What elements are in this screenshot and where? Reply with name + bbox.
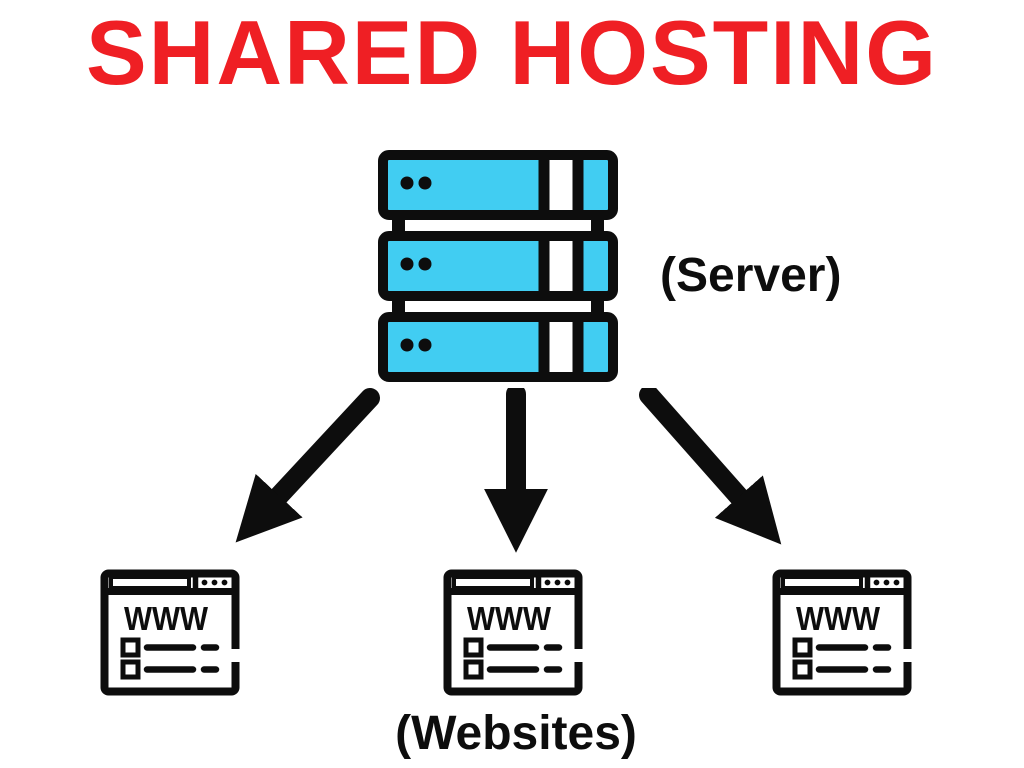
browser-menu-dots-icon [201,579,228,586]
browser-menu-dots-icon [873,579,900,586]
www-label: WWW [796,600,881,637]
server-unit-1 [378,150,618,220]
browser-window-icon: WWW [772,569,912,696]
server-label: (Server) [660,249,842,302]
connection-arrows [235,388,782,553]
browser-window-icon: WWW [100,569,240,696]
address-bar [452,575,534,590]
browser-window-icon: WWW [443,569,583,696]
address-bar [781,575,863,590]
www-label: WWW [124,600,209,637]
content-list-rows [120,637,220,680]
content-list-rows [792,637,892,680]
border-notch [900,649,912,662]
arrow-down-left-icon [235,388,380,543]
border-notch [571,649,583,662]
server-unit-2 [378,231,618,301]
browser-menu-dots-icon [544,579,571,586]
server-unit-3 [378,312,618,382]
address-bar [109,575,191,590]
border-notch [228,649,240,662]
page-title: SHARED HOSTING [85,3,939,104]
www-label: WWW [467,600,552,637]
server-rack-icon [378,150,618,382]
arrow-down-right-icon [639,388,782,545]
content-list-rows [463,637,563,680]
websites-label: (Websites) [395,707,637,760]
